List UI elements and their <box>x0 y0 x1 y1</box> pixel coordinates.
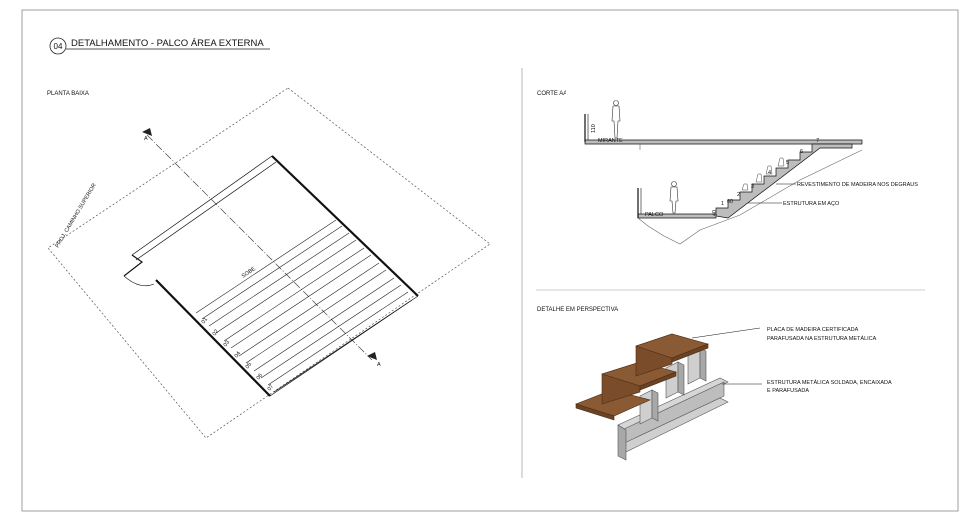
ground-line <box>637 149 863 245</box>
step-height-dim: 40 <box>712 210 718 216</box>
svg-text:02: 02 <box>212 329 220 337</box>
section-arrow-bottom <box>367 352 377 360</box>
note-steel-perspective-2: E PARAFUSADA <box>767 388 809 394</box>
section-arrow-top <box>142 128 152 136</box>
svg-text:2: 2 <box>737 192 740 198</box>
stair-treads <box>195 219 409 386</box>
railing-dimension: 110 <box>591 124 597 133</box>
svg-text:6: 6 <box>800 149 803 155</box>
drawing-number-circle <box>49 37 67 55</box>
drawing-number: 04 <box>54 42 63 51</box>
note-wood-section: REVESTIMENTO DE MADEIRA NOS DEGRAUS <box>797 182 918 188</box>
svg-text:3: 3 <box>751 184 754 190</box>
svg-text:5: 5 <box>786 160 789 166</box>
seated-figures <box>741 157 785 191</box>
sheet-frame <box>21 9 959 512</box>
note-steel-section: ESTRUTURA EM AÇO <box>783 201 840 207</box>
projection-label: PROJ. CAMINHO SUPERIOR <box>55 183 98 250</box>
stair-section <box>715 143 853 219</box>
wood-treads <box>575 333 709 421</box>
mirante-label: MIRANTE <box>598 138 623 144</box>
svg-text:04: 04 <box>234 351 242 359</box>
step-numbers-plan: 01 02 03 04 05 06 07 <box>201 317 275 392</box>
note-wood-perspective-2: PARAFUSADA NA ESTRUTURA METÁLICA <box>767 335 877 342</box>
svg-text:7: 7 <box>816 138 819 144</box>
leader-wood-perspective <box>691 327 761 339</box>
person-figure-palco <box>669 181 679 214</box>
svg-text:07: 07 <box>267 384 275 392</box>
mirante-slab <box>584 139 863 145</box>
page-title: DETALHAMENTO - PALCO ÁREA EXTERNA <box>71 38 264 49</box>
svg-text:4: 4 <box>768 170 771 176</box>
svg-text:06: 06 <box>256 373 264 381</box>
section-mark-bottom: A <box>377 362 381 368</box>
svg-text:01: 01 <box>201 317 209 325</box>
section-line-a <box>146 134 373 361</box>
note-steel-perspective-1: ESTRUTURA METÁLICA SOLDADA, ENCAIXADA <box>767 379 892 386</box>
svg-text:05: 05 <box>245 362 253 370</box>
step-width-dim: 60 <box>727 199 733 205</box>
stair-plan <box>123 155 419 397</box>
section-title-mask <box>566 86 574 98</box>
note-wood-perspective-1: PLACA DE MADEIRA CERTIFICADA <box>767 327 859 333</box>
section-mark-top: A <box>144 136 148 142</box>
person-figure-mirante <box>611 100 621 139</box>
perspective-title: DETALHE EM PERSPECTIVA <box>537 307 618 313</box>
svg-text:1: 1 <box>721 201 724 207</box>
palco-label: PALCO <box>645 212 664 218</box>
step-numbers-section: 1 2 3 4 5 6 7 <box>721 138 819 207</box>
svg-text:03: 03 <box>223 340 231 348</box>
plan-title: PLANTA BAIXA <box>47 91 89 97</box>
section-title: CORTE AA' <box>537 91 568 97</box>
